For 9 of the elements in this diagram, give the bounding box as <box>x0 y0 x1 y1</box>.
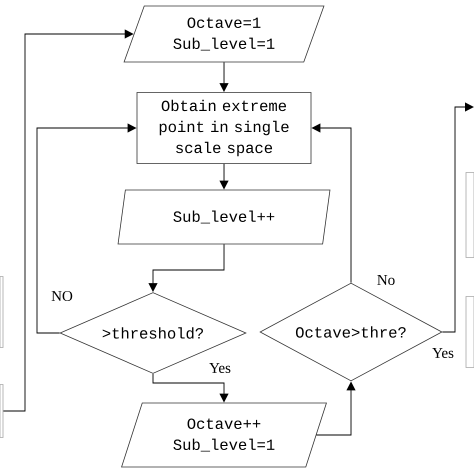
process-box <box>0 276 4 348</box>
data-parallelogram: Octave++ Sub_level=1 <box>121 402 327 468</box>
process-box <box>466 172 474 258</box>
data-parallelogram: Sub_level++ <box>118 190 330 244</box>
process-box: Obtain extreme point in single scale space <box>136 92 312 164</box>
edge-label: Yes <box>208 362 232 374</box>
process-box <box>466 296 474 368</box>
process-box <box>0 384 4 438</box>
data-parallelogram: Octave=1 Sub_level=1 <box>124 6 324 62</box>
